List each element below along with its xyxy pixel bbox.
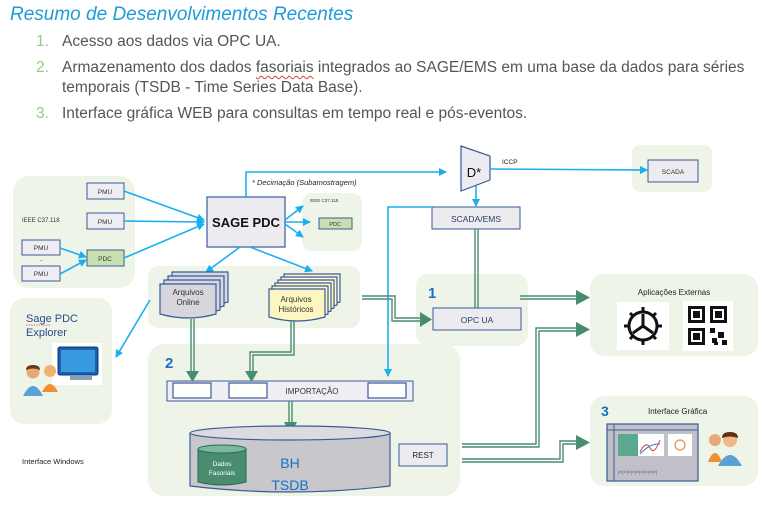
summary-list: 1. Acesso aos dados via OPC UA. 2. Armazen… (36, 32, 756, 130)
summary-item: 2. Armazenamento dos dados fasoriais inte… (36, 58, 756, 98)
remote-pdc-protocol: IEEE C37.118 (310, 198, 339, 203)
remote-pdc-label: PDC (329, 222, 341, 228)
archives-online-stack[interactable] (159, 271, 229, 319)
rest-label: REST (412, 451, 433, 460)
arrowhead (245, 371, 258, 382)
storage-number: 2 (165, 355, 173, 372)
archives-online-label-1: Arquivos (172, 288, 203, 297)
local-pdc-label: PDC (98, 256, 112, 263)
archive-import-links (190, 319, 295, 424)
remote-pdc-links (284, 205, 311, 238)
rest-box[interactable] (398, 443, 448, 467)
iccp-label: ICCP (502, 159, 518, 166)
rest-gui-link (462, 440, 578, 463)
opc-number: 1 (428, 285, 436, 302)
item-text-pre: Armazenamento dos dados (62, 59, 256, 76)
pmu-ellipsis: .. (39, 257, 43, 263)
phasor-data-label-1: Dados (213, 461, 233, 468)
decimator-block[interactable] (460, 145, 491, 192)
arrowhead (420, 312, 432, 327)
decimator-label: D* (467, 165, 481, 180)
rest-external-link (462, 327, 578, 448)
pmu-links (59, 190, 205, 275)
gui-title: Interface Gráfica (648, 407, 708, 416)
scada-opc-link (474, 229, 479, 308)
pmu-label: PMU (98, 219, 113, 226)
pmu-label: PMU (34, 271, 49, 278)
dashboard-icon: |=|=|=|=|=|=|=|=|=| (606, 423, 699, 482)
archives-historic-stack[interactable] (268, 273, 341, 322)
remote-pdc-box[interactable] (318, 217, 353, 230)
opc-ua-label: OPC UA (461, 315, 494, 325)
explorer-title-2: Explorer (26, 327, 67, 339)
arrowhead (576, 290, 590, 305)
item-number: 3. (36, 105, 49, 122)
archives-historic-label-2: Históricos (278, 305, 313, 314)
decimation-note: * Decimação (Subamostragem) (252, 178, 357, 187)
item-text: Acesso aos dados via OPC UA. (62, 33, 281, 50)
scada-import-link (384, 206, 432, 377)
archives-online-label-2: Online (176, 298, 200, 307)
spellcheck-word: fasoriais (255, 59, 314, 76)
archives-opc-link (362, 295, 420, 322)
arrowhead (576, 435, 590, 450)
sage-pdc-label: SAGE PDC (212, 215, 281, 230)
decimation-link (245, 168, 447, 197)
item-text: Interface gráfica WEB para consultas em … (62, 105, 528, 122)
db-name-2: TSDB (271, 477, 308, 493)
external-apps-title: Aplicações Externas (638, 288, 710, 297)
opc-ua-box[interactable] (432, 307, 522, 331)
item-number: 1. (36, 33, 49, 50)
scada-ems-label: SCADA/EMS (451, 214, 501, 224)
import-slot-scada (367, 382, 407, 399)
arrowhead (576, 322, 590, 337)
users-icon (708, 432, 742, 466)
pmu-box[interactable] (21, 239, 61, 256)
monitor-icon (52, 343, 102, 385)
scada-label: SCADA (662, 169, 685, 176)
item-number: 2. (36, 59, 49, 76)
summary-item: 3. Interface gráfica WEB para consultas e… (36, 104, 756, 124)
pmu-label: PMU (34, 245, 49, 252)
summary-item: 1. Acesso aos dados via OPC UA. (36, 32, 756, 52)
opc-external-link (520, 295, 578, 300)
scada-ems-box[interactable] (431, 206, 521, 230)
iccp-link (489, 165, 648, 174)
users-icon (23, 365, 58, 396)
sage-pdc-box[interactable] (206, 196, 286, 248)
dashboard-footer: |=|=|=|=|=|=|=|=|=| (618, 470, 657, 476)
gear-icon (624, 307, 662, 345)
phasor-data-label-2: Fasoriais (209, 470, 236, 477)
phasor-data-cylinder[interactable] (197, 444, 247, 486)
pmu-label: PMU (98, 189, 113, 196)
scada-box[interactable] (647, 159, 699, 183)
pmu-protocol-label: IEEE C37.118 (22, 218, 60, 224)
import-slot-historic (228, 382, 268, 399)
import-slot-online (172, 382, 212, 399)
import-label: IMPORTAÇÃO (285, 387, 338, 396)
explorer-caption: Interface Windows (22, 457, 84, 466)
gui-number: 3 (601, 403, 609, 419)
qr-code-icon (688, 306, 727, 345)
item-text-post: integrados ao SAGE/EMS em uma base da da… (62, 59, 745, 96)
explorer-title-1: Sage PDC (26, 313, 78, 325)
archives-historic-label-1: Arquivos (280, 295, 311, 304)
archive-links (115, 246, 313, 358)
db-name-1: BH (280, 455, 299, 471)
arrowhead (186, 371, 199, 382)
page-title: Resumo de Desenvolvimentos Recentes (10, 4, 354, 25)
